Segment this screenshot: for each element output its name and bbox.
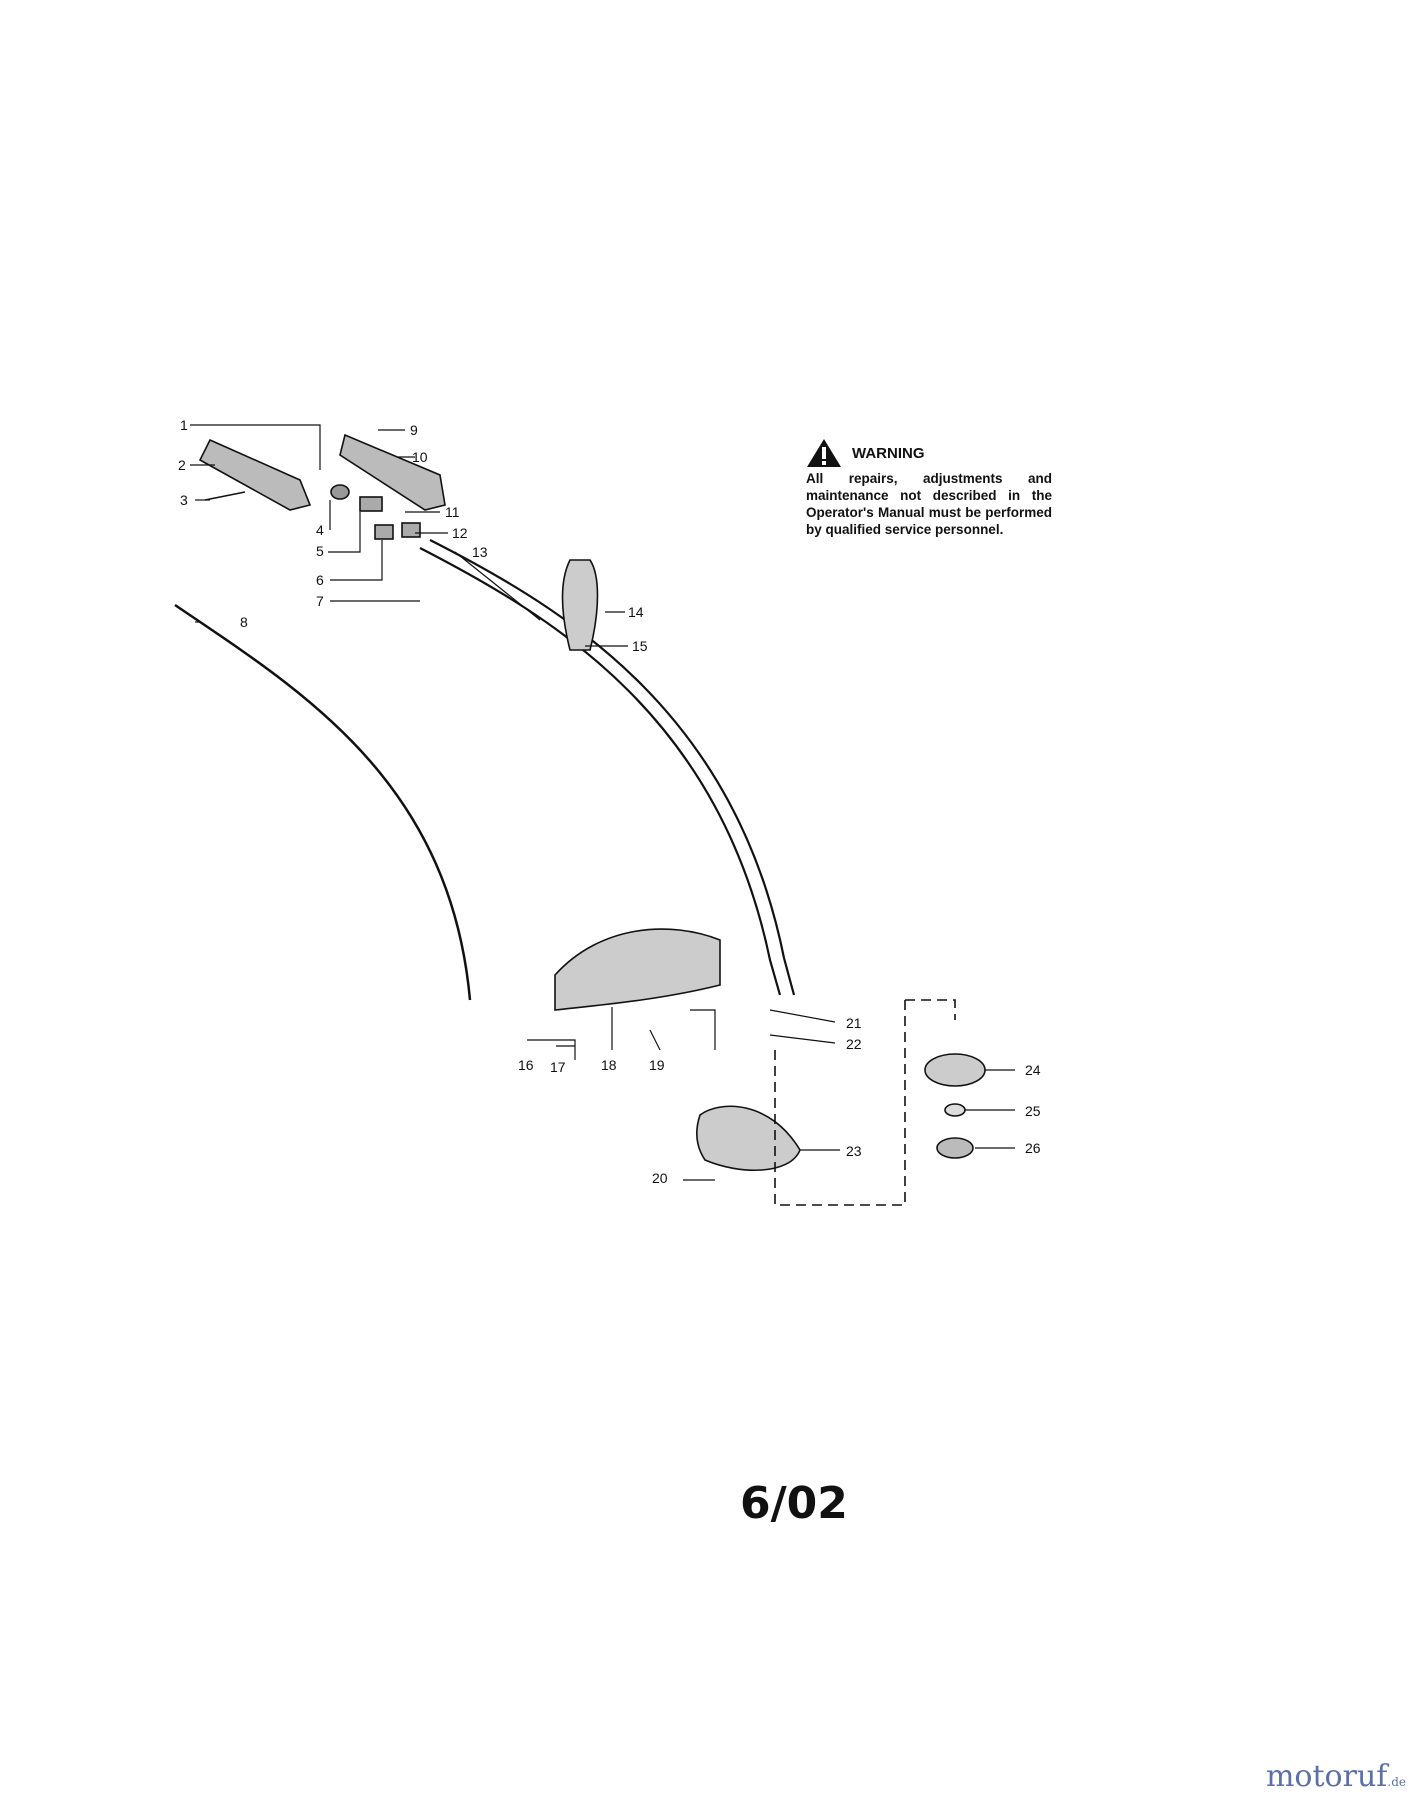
callout-3: 3 (180, 492, 188, 508)
warning-title: WARNING (852, 444, 925, 462)
warning-text: All repairs, adjustments and maintenance… (806, 471, 1052, 537)
flex-drive-cable (174, 603, 472, 1001)
callout-21: 21 (846, 1015, 862, 1031)
callout-10: 10 (412, 449, 428, 465)
warning-triangle-icon (807, 439, 841, 467)
callout-1: 1 (180, 417, 188, 433)
callout-24: 24 (1025, 1062, 1041, 1078)
callout-23: 23 (846, 1143, 862, 1159)
spring-4 (330, 484, 350, 500)
watermark-tld: .de (1387, 1775, 1406, 1789)
callout-19: 19 (649, 1057, 665, 1073)
callout-9: 9 (410, 422, 418, 438)
watermark: motoruf.de (1266, 1759, 1406, 1794)
callout-18: 18 (601, 1057, 617, 1073)
callout-25: 25 (1025, 1103, 1041, 1119)
trigger-5 (359, 496, 383, 512)
drive-shaft-tube-inner (429, 539, 796, 996)
drive-shaft-tube (419, 547, 782, 996)
callout-12: 12 (452, 525, 468, 541)
date-code: 6/02 (740, 1478, 848, 1529)
callout-4: 4 (316, 522, 324, 538)
nut-26 (936, 1137, 974, 1159)
warning-heading: WARNING (806, 438, 1052, 468)
leader-lines (190, 424, 1015, 1181)
callout-13: 13 (472, 544, 488, 560)
screw-3 (204, 491, 246, 501)
callout-11: 11 (445, 504, 460, 520)
callout-16: 16 (518, 1057, 534, 1073)
callout-8: 8 (240, 614, 248, 630)
callout-20: 20 (652, 1170, 668, 1186)
spool-24 (924, 1053, 986, 1087)
rear-handle (198, 438, 312, 511)
clamp-12 (401, 522, 421, 538)
warning-notice: WARNING All repairs, adjustments and mai… (806, 438, 1052, 538)
washer-25 (944, 1103, 966, 1117)
callout-26: 26 (1025, 1140, 1041, 1156)
debris-guard (554, 928, 721, 1011)
callout-14: 14 (628, 604, 644, 620)
callout-22: 22 (846, 1036, 862, 1052)
callout-7: 7 (316, 593, 324, 609)
watermark-name: motoruf (1265, 1759, 1388, 1794)
callout-6: 6 (316, 572, 324, 588)
callout-5: 5 (316, 543, 324, 559)
callout-17: 17 (550, 1059, 566, 1075)
callout-15: 15 (632, 638, 648, 654)
callout-2: 2 (178, 457, 186, 473)
assembly-bracket (774, 999, 956, 1206)
gear-head-cover (695, 1105, 801, 1172)
throttle-housing (339, 433, 446, 511)
clamp-6 (374, 524, 394, 540)
loop-handle (561, 559, 599, 651)
